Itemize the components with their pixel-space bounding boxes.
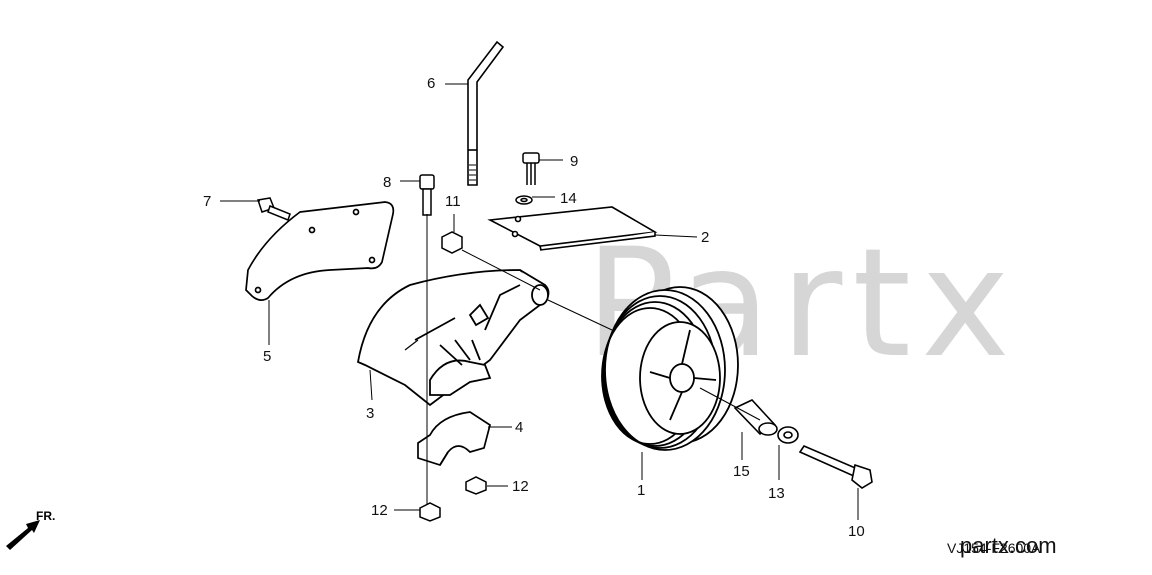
- diagram-code: VJ154-F2600A: [947, 540, 1041, 556]
- bolt-8-part: [419, 174, 435, 216]
- callout-12a: 12: [512, 478, 529, 495]
- wheel-part: [601, 286, 739, 451]
- bolt-7-part: [257, 197, 291, 221]
- callout-14: 14: [560, 190, 577, 207]
- shield-plate-part: [245, 201, 395, 301]
- callout-8: 8: [383, 174, 391, 191]
- nut-12b-part: [419, 502, 441, 522]
- nut-11-part: [441, 231, 463, 254]
- washer-13-part: [777, 426, 799, 444]
- callout-7: 7: [203, 193, 211, 210]
- callout-11: 11: [445, 193, 461, 210]
- callout-2: 2: [701, 229, 709, 246]
- callout-1: 1: [637, 482, 645, 499]
- callouts: 1 2 3 4 5 6 7 8 9 10 11 12 12 13 14 15: [203, 75, 865, 540]
- clamp-part: [417, 411, 491, 467]
- bolt-9-part: [522, 152, 540, 185]
- plate-part: [487, 206, 658, 251]
- callout-3: 3: [366, 405, 374, 422]
- front-arrow-icon: FR.: [6, 509, 55, 550]
- callout-6: 6: [427, 75, 435, 92]
- washer-14-part: [515, 195, 533, 205]
- bolt-10-part: [798, 445, 873, 489]
- callout-5: 5: [263, 348, 271, 365]
- wheel-arm-part: [356, 269, 550, 407]
- front-label: FR.: [36, 509, 55, 523]
- rod-part: [467, 40, 505, 186]
- callout-15: 15: [733, 463, 750, 480]
- callout-10: 10: [848, 523, 865, 540]
- site-label: partx.com: [960, 533, 1057, 558]
- callout-9: 9: [570, 153, 578, 170]
- leader-lines: [220, 83, 859, 520]
- callout-13: 13: [768, 485, 785, 502]
- callout-12b: 12: [371, 502, 388, 519]
- nut-12a-part: [465, 476, 487, 495]
- callout-4: 4: [515, 419, 523, 436]
